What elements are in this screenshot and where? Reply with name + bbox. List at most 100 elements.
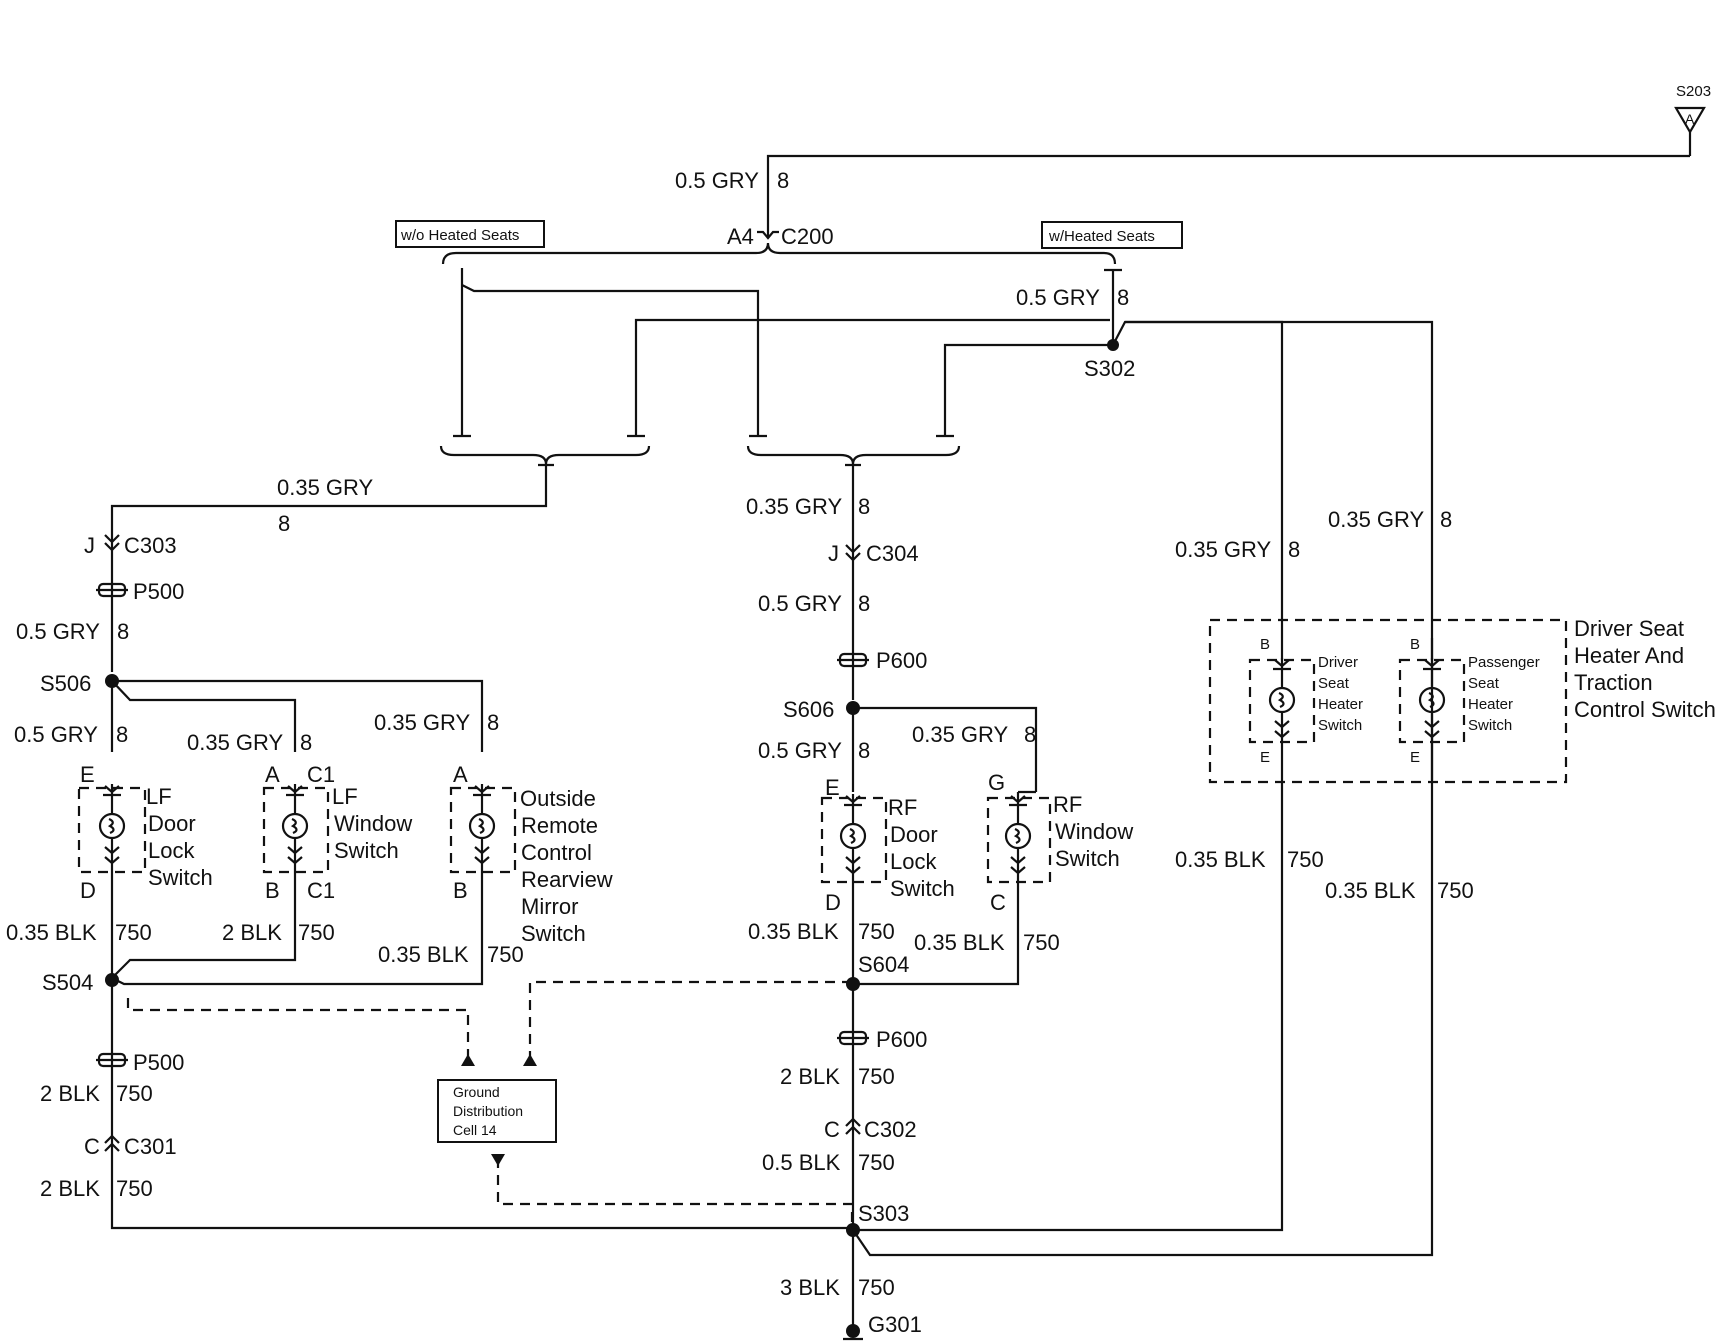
- option-tag-without-heated-seats: w/o Heated Seats: [395, 220, 545, 248]
- wire-label: 0.35 GRY: [374, 710, 471, 735]
- circuit-label: 8: [1440, 507, 1452, 532]
- pin-label: J: [828, 541, 839, 566]
- pin-label: C: [84, 1134, 100, 1159]
- svg-text:Control Switch: Control Switch: [1574, 697, 1716, 722]
- svg-text:Mirror: Mirror: [521, 894, 578, 919]
- svg-text:Remote: Remote: [521, 813, 598, 838]
- pin-label: B: [1260, 636, 1270, 653]
- wire-label: 0.5 GRY: [16, 619, 100, 644]
- svg-text:Seat: Seat: [1468, 675, 1500, 692]
- wire-label: 0.35 GRY: [187, 730, 284, 755]
- svg-text:RF: RF: [1053, 792, 1082, 817]
- svg-text:w/Heated Seats: w/Heated Seats: [1048, 228, 1155, 245]
- circuit-label: 8: [777, 168, 789, 193]
- pin-label: D: [825, 890, 841, 915]
- connector-label-c304: C304: [866, 541, 919, 566]
- pin-label: A: [265, 762, 280, 787]
- circuit-label: 750: [116, 1176, 153, 1201]
- wire-label: 2 BLK: [780, 1064, 840, 1089]
- circuit-label: 750: [858, 1064, 895, 1089]
- ground-distribution-box: Ground Distribution Cell 14: [437, 1079, 557, 1143]
- rf-window-switch-label: RF Window Switch: [1053, 792, 1133, 871]
- svg-text:Window: Window: [1055, 819, 1133, 844]
- splice-s506: S506: [40, 671, 91, 696]
- connector-label-c1: C1: [307, 878, 335, 903]
- circuit-label: 750: [487, 942, 524, 967]
- svg-text:Heater And: Heater And: [1574, 643, 1684, 668]
- splice-s604: S604: [858, 952, 909, 977]
- wire-label: 0.5 BLK: [762, 1150, 841, 1175]
- svg-text:Distribution: Distribution: [453, 1103, 523, 1119]
- passenger-seat-heater-switch-label: Passenger Seat Heater Switch: [1468, 654, 1540, 734]
- pin-label: J: [84, 533, 95, 558]
- svg-text:w/o Heated Seats: w/o Heated Seats: [400, 227, 519, 244]
- circuit-label: 8: [1024, 722, 1036, 747]
- splice-s606: S606: [783, 697, 834, 722]
- svg-text:Driver Seat: Driver Seat: [1574, 616, 1684, 641]
- wire-label: 0.35 GRY: [1175, 537, 1272, 562]
- wire-label: 0.35 BLK: [6, 920, 97, 945]
- wire-label: 2 BLK: [222, 920, 282, 945]
- wire-label: 0.35 GRY: [912, 722, 1009, 747]
- mirror-switch-label: Outside Remote Control Rearview Mirror S…: [520, 786, 613, 946]
- option-tag-with-heated-seats: w/Heated Seats: [1041, 221, 1183, 249]
- wire-label: 2 BLK: [40, 1081, 100, 1106]
- seat-module-title: Driver Seat Heater And Traction Control …: [1574, 616, 1716, 722]
- pin-label: B: [453, 878, 468, 903]
- lf-window-switch-label: LF Window Switch: [332, 784, 412, 863]
- svg-text:Switch: Switch: [334, 838, 399, 863]
- pin-label: E: [825, 775, 840, 800]
- svg-text:RF: RF: [888, 795, 917, 820]
- wire-label: 0.35 GRY: [277, 475, 374, 500]
- circuit-label: 750: [115, 920, 152, 945]
- svg-text:Switch: Switch: [1468, 717, 1512, 734]
- svg-text:Cell 14: Cell 14: [453, 1122, 497, 1138]
- wire-label: 0.35 BLK: [1325, 878, 1416, 903]
- wire-label: 2 BLK: [40, 1176, 100, 1201]
- connector-label-p600: P600: [876, 648, 927, 673]
- svg-text:Traction: Traction: [1574, 670, 1653, 695]
- svg-text:Lock: Lock: [890, 849, 937, 874]
- splice-letter-a: A: [1685, 111, 1695, 127]
- wire-label: 0.5 GRY: [14, 722, 98, 747]
- circuit-label: 750: [1287, 847, 1324, 872]
- circuit-label: 8: [858, 591, 870, 616]
- circuit-label: 8: [278, 511, 290, 536]
- pin-label-a4: A4: [727, 224, 754, 249]
- wire-label: 3 BLK: [780, 1275, 840, 1300]
- circuit-label: 8: [300, 730, 312, 755]
- circuit-label: 750: [858, 1275, 895, 1300]
- pin-label: C: [990, 890, 1006, 915]
- svg-text:LF: LF: [332, 784, 358, 809]
- connector-label-p500: P500: [133, 579, 184, 604]
- svg-text:Ground: Ground: [453, 1084, 500, 1100]
- splice-s302: S302: [1084, 356, 1135, 381]
- svg-text:LF: LF: [146, 784, 172, 809]
- svg-text:Driver: Driver: [1318, 654, 1358, 671]
- svg-text:Switch: Switch: [521, 921, 586, 946]
- splice-s504: S504: [42, 970, 93, 995]
- center-branch-labels: 0.35 GRY 8 J C304 0.5 GRY 8 P600 S606 0.…: [746, 494, 1133, 1337]
- wire-label: 0.35 BLK: [748, 919, 839, 944]
- svg-text:Rearview: Rearview: [521, 867, 613, 892]
- ground-g301: G301: [868, 1312, 922, 1337]
- splice-s303: S303: [858, 1201, 909, 1226]
- pin-label: B: [1410, 636, 1420, 653]
- svg-text:Door: Door: [148, 811, 196, 836]
- center-door-branch: [820, 540, 1434, 1341]
- circuit-label: 750: [1023, 930, 1060, 955]
- circuit-label: 8: [1288, 537, 1300, 562]
- connector-label-c301: C301: [124, 1134, 177, 1159]
- svg-text:Switch: Switch: [890, 876, 955, 901]
- connector-label-c200: C200: [781, 224, 834, 249]
- pin-label: E: [1410, 749, 1420, 766]
- connector-label-c1: C1: [307, 762, 335, 787]
- svg-text:Switch: Switch: [1318, 717, 1362, 734]
- circuit-label: 750: [858, 919, 895, 944]
- top-labels: S203 A 0.5 GRY 8 A4 C200 w/o Heated Seat…: [395, 83, 1711, 381]
- connector-label-p500: P500: [133, 1050, 184, 1075]
- circuit-label: 8: [858, 738, 870, 763]
- wire-label: 0.5 GRY: [1016, 285, 1100, 310]
- left-branch-labels: 0.35 GRY 8 J C303 P500 0.5 GRY 8 S506 0.…: [6, 475, 613, 1201]
- seat-heater-module: [1125, 320, 1568, 784]
